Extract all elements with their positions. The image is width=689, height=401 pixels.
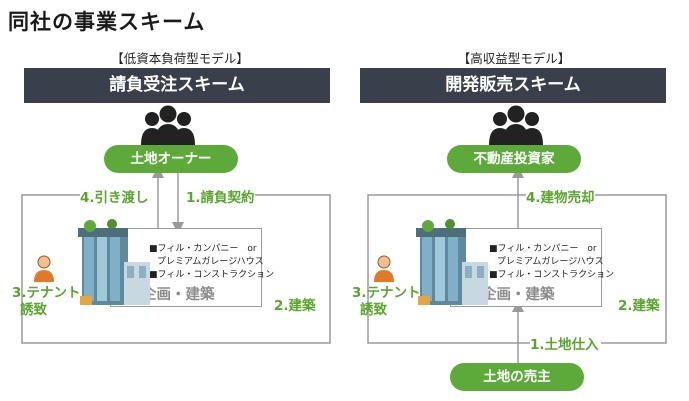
- company-line: ■フィル・コンストラクション: [489, 270, 615, 280]
- left-tenant-label: 3.テナント 誘致: [12, 285, 81, 318]
- left-arrow-left-label: 4.引き渡し: [80, 186, 149, 206]
- left-top-node: 土地オーナー: [104, 145, 238, 173]
- company-line: プレミアムガレージハウス: [157, 257, 264, 267]
- right-land-purchase-label: 1.土地仕入: [530, 333, 599, 353]
- company-line: プレミアムガレージハウス: [497, 257, 604, 267]
- right-outer-loop-left: [367, 194, 540, 344]
- left-plan-label: 企画・建築: [142, 287, 215, 303]
- company-line: ■フィル・カンパニー or: [149, 244, 257, 254]
- right-build-label: 2.建築: [618, 294, 660, 314]
- right-arrow-sale-label: 4.建物売却: [526, 186, 595, 206]
- left-subtitle: 【低資本負荷型モデル】: [111, 51, 249, 66]
- right-plan-label: 企画・建築: [482, 287, 555, 303]
- right-banner: 開発販売スキーム: [360, 68, 666, 103]
- page-title: 同社の事業スキーム: [8, 10, 206, 34]
- right-tenant-label: 3.テナント 誘致: [352, 285, 421, 318]
- left-arrow-right-label: 1.請負契約: [186, 186, 255, 206]
- company-line: ■フィル・コンストラクション: [149, 270, 275, 280]
- left-banner: 請負受注スキーム: [24, 68, 330, 103]
- company-line: ■フィル・カンパニー or: [489, 244, 597, 254]
- left-outer-loop: [21, 194, 331, 344]
- right-bottom-node: 土地の売主: [450, 363, 584, 391]
- right-subtitle: 【高収益型モデル】: [457, 51, 571, 66]
- left-build-label: 2.建築: [274, 294, 316, 314]
- right-outer-loop: [560, 194, 667, 344]
- right-top-node: 不動産投資家: [447, 145, 581, 173]
